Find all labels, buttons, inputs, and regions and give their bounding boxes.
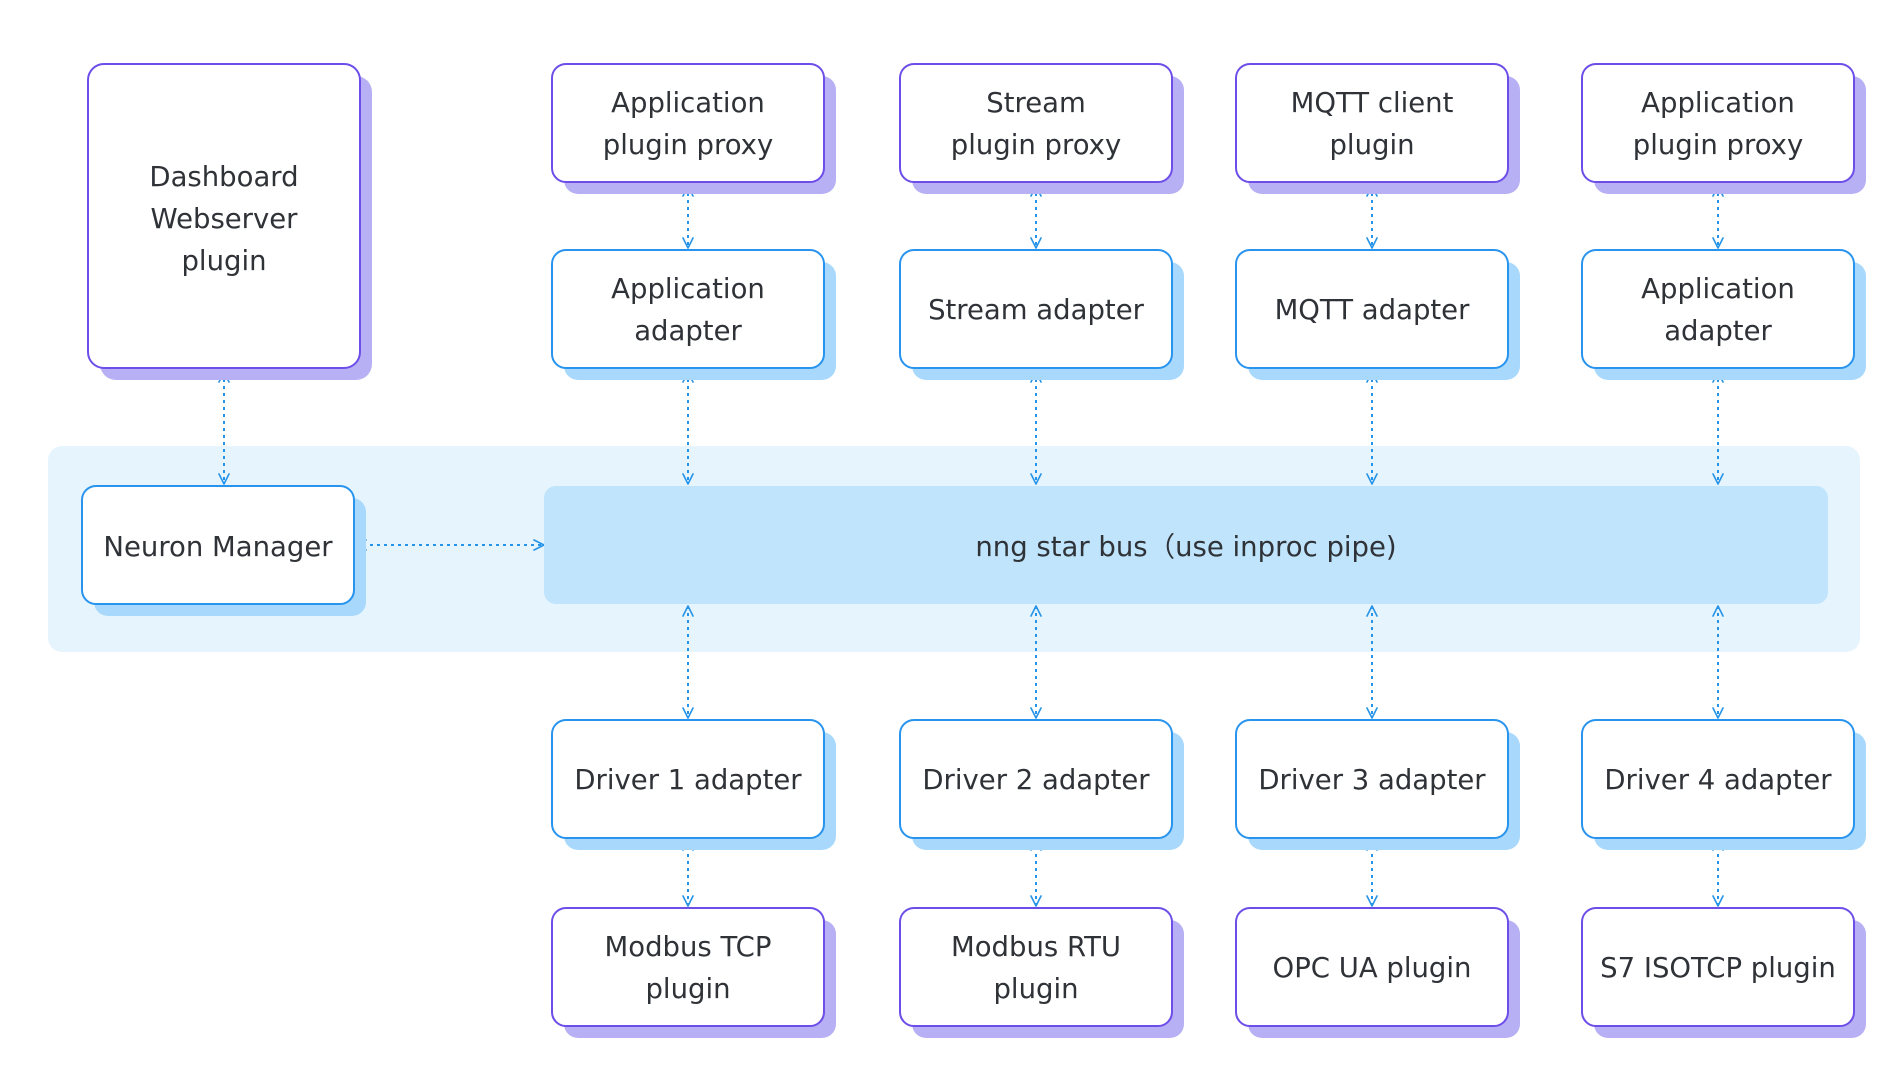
south-plugin-4: S7 ISOTCP plugin (1581, 907, 1866, 1038)
north-plugin-3: MQTT client plugin (1235, 63, 1520, 194)
north-plugin-box (551, 63, 825, 183)
dashboard-box (87, 63, 361, 369)
north-plugin-label-line-1: Application (611, 87, 765, 119)
south-adapter-label-line-1: Driver 2 adapter (922, 764, 1150, 796)
north-plugin-1: Application plugin proxy (551, 63, 836, 194)
north-plugin-label-line-1: Application (1641, 87, 1795, 119)
north-adapter-3: MQTT adapter (1235, 249, 1520, 380)
plugin-adapter-columns: Application plugin proxy Stream plugin prox… (551, 63, 1866, 1038)
nng-star-bus: nng star bus（use inproc pipe) (544, 486, 1828, 604)
south-plugin-box (899, 907, 1173, 1027)
south-adapter-2: Driver 2 adapter (899, 719, 1184, 850)
south-plugin-label-line-1: Modbus TCP (605, 931, 772, 963)
north-adapter-box (1235, 249, 1509, 369)
south-adapter-3: Driver 3 adapter (1235, 719, 1520, 850)
south-adapter-4: Driver 4 adapter (1581, 719, 1866, 850)
neuron-manager-box (81, 485, 355, 605)
south-plugin-label-line-1: OPC UA plugin (1273, 952, 1472, 984)
south-adapter-label-line-1: Driver 3 adapter (1258, 764, 1486, 796)
north-adapter-box (1581, 249, 1855, 369)
dashboard-label-line-2: Webserver (150, 203, 298, 235)
north-plugin-box (899, 63, 1173, 183)
neuron-manager: Neuron Manager (81, 485, 366, 616)
north-adapter-box (899, 249, 1173, 369)
nng-star-bus-box (544, 486, 1828, 604)
north-adapter-label-line-1: Application (1641, 273, 1795, 305)
north-adapter-label-line-1: Application (611, 273, 765, 305)
north-plugin-4: Application plugin proxy (1581, 63, 1866, 194)
north-plugin-label-line-1: Stream (986, 87, 1086, 119)
north-adapter-label-line-1: Stream adapter (928, 294, 1145, 326)
south-adapter-box (899, 719, 1173, 839)
north-plugin-label-line-1: MQTT client (1291, 87, 1454, 119)
south-plugin-2: Modbus RTU plugin (899, 907, 1184, 1038)
north-adapter-2: Stream adapter (899, 249, 1184, 380)
dashboard-label-line-1: Dashboard (149, 161, 298, 193)
south-plugin-box (551, 907, 825, 1027)
south-adapter-1: Driver 1 adapter (551, 719, 836, 850)
south-plugin-1: Modbus TCP plugin (551, 907, 836, 1038)
south-adapter-box (1235, 719, 1509, 839)
north-plugin-2: Stream plugin proxy (899, 63, 1184, 194)
south-plugin-3: OPC UA plugin (1235, 907, 1520, 1038)
north-plugin-label-line-2: plugin (1329, 129, 1414, 161)
north-plugin-label-line-2: plugin proxy (951, 129, 1121, 161)
north-plugin-label-line-2: plugin proxy (1633, 129, 1803, 161)
south-plugin-label-line-2: plugin (993, 973, 1078, 1005)
dashboard-label-line-3: plugin (181, 245, 266, 277)
south-adapter-box (1581, 719, 1855, 839)
north-adapter-label-line-2: adapter (634, 315, 742, 347)
south-plugin-label-line-1: S7 ISOTCP plugin (1600, 952, 1836, 984)
north-adapter-1: Application adapter (551, 249, 836, 380)
south-adapter-label-line-1: Driver 4 adapter (1604, 764, 1832, 796)
north-adapter-label-line-1: MQTT adapter (1275, 294, 1471, 326)
south-plugin-label-line-1: Modbus RTU (951, 931, 1121, 963)
south-plugin-box (1235, 907, 1509, 1027)
neuron-manager-label: Neuron Manager (103, 531, 333, 563)
north-plugin-label-line-2: plugin proxy (603, 129, 773, 161)
north-plugin-box (1235, 63, 1509, 183)
north-adapter-4: Application adapter (1581, 249, 1866, 380)
south-plugin-label-line-2: plugin (645, 973, 730, 1005)
north-plugin-box (1581, 63, 1855, 183)
south-plugin-box (1581, 907, 1855, 1027)
north-adapter-label-line-2: adapter (1664, 315, 1772, 347)
connectors (218, 185, 1724, 907)
nng-star-bus-label: nng star bus（use inproc pipe) (975, 531, 1396, 563)
dashboard-webserver-plugin: Dashboard Webserver plugin (87, 63, 372, 380)
south-adapter-label-line-1: Driver 1 adapter (574, 764, 802, 796)
north-adapter-box (551, 249, 825, 369)
south-adapter-box (551, 719, 825, 839)
